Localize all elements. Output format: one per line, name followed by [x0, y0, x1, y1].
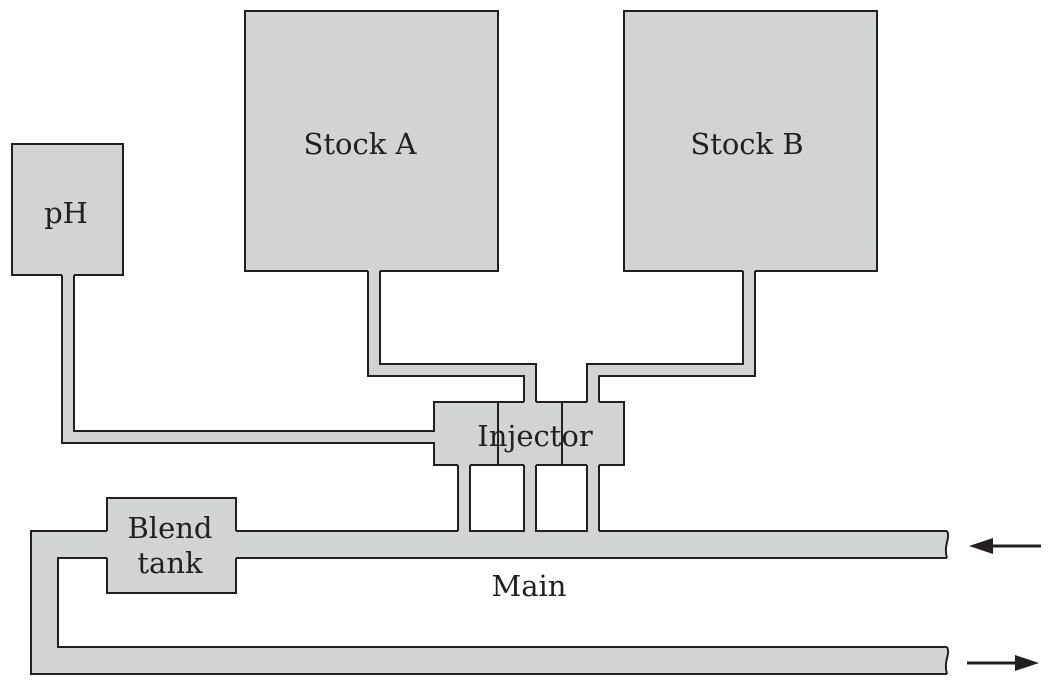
- stock-a-pipe-inner: [379, 271, 537, 402]
- return-pipe-break: [944, 646, 950, 675]
- stock-a-tank: [244, 10, 499, 272]
- pipe-outlines: [30, 271, 950, 675]
- stock-b-pipe-outer: [598, 271, 756, 402]
- pipe-fills: [31, 270, 947, 674]
- stock-a-pipe-outer: [367, 271, 525, 402]
- ph-pipe-inner: [73, 275, 435, 432]
- main-pipe-break: [944, 530, 950, 559]
- ph-pipe-outer: [61, 275, 435, 444]
- stock-b-tank: [623, 10, 878, 272]
- return-pipe-outer: [30, 530, 947, 675]
- stock-b-pipe-inner: [586, 271, 744, 402]
- stock-b-label: Stock B: [690, 127, 803, 161]
- return-pipe-inner: [57, 557, 947, 648]
- arrow-right-icon: [967, 655, 1039, 671]
- blend-tank-label-line1: Blend: [128, 511, 213, 545]
- ph-tank: [11, 143, 124, 276]
- injector-label: Injector: [477, 419, 593, 453]
- main-label: Main: [492, 569, 567, 603]
- arrow-left-icon: [969, 538, 1041, 554]
- blend-tank-box: [106, 497, 237, 594]
- blend-tank-label-line2: tank: [137, 546, 203, 580]
- stock-a-label: Stock A: [304, 127, 418, 161]
- ph-label: pH: [44, 196, 88, 230]
